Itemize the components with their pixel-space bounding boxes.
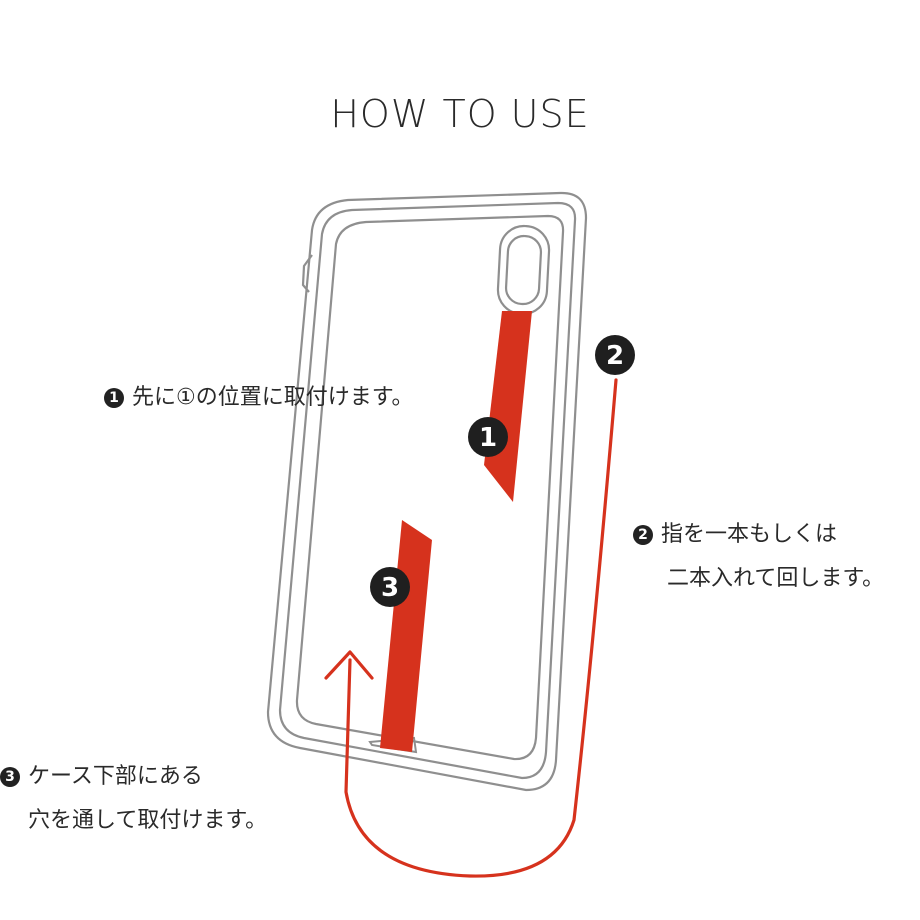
- badge-1-icon: 1: [468, 417, 508, 457]
- strap-upper: [484, 311, 532, 502]
- strap-lower: [380, 520, 432, 752]
- step-2-note: 2 指を一本もしくは 二本入れて回します。: [633, 513, 884, 601]
- badge-3-icon: 3: [370, 567, 410, 607]
- step-3-text-line2: 穴を通して取付けます。: [28, 808, 268, 833]
- page-title: HOW TO USE: [330, 92, 590, 136]
- step-2-text-line1: 指を一本もしくは: [661, 522, 838, 547]
- badge-1-label: 1: [479, 423, 497, 453]
- step-3-bullet-icon: 3: [0, 767, 20, 787]
- rotation-curve: [344, 378, 618, 878]
- arrow-head-icon: [324, 650, 374, 680]
- step-2-bullet-icon: 2: [633, 525, 653, 545]
- step-1-note: 1 先に①の位置に取付けます。: [104, 376, 414, 420]
- camera-cutout: [496, 224, 551, 316]
- step-1-bullet-icon: 1: [104, 388, 124, 408]
- step-3-note: 3 ケース下部にある 穴を通して取付けます。: [0, 755, 267, 843]
- phone-case-outline: [266, 191, 588, 792]
- badge-2-icon: 2: [595, 335, 635, 375]
- badge-2-label: 2: [606, 341, 624, 371]
- step-2-text-line2: 二本入れて回します。: [667, 566, 885, 591]
- step-3-text-line1: ケース下部にある: [28, 764, 203, 789]
- step-1-text: 先に①の位置に取付けます。: [132, 385, 414, 410]
- badge-3-label: 3: [381, 573, 399, 603]
